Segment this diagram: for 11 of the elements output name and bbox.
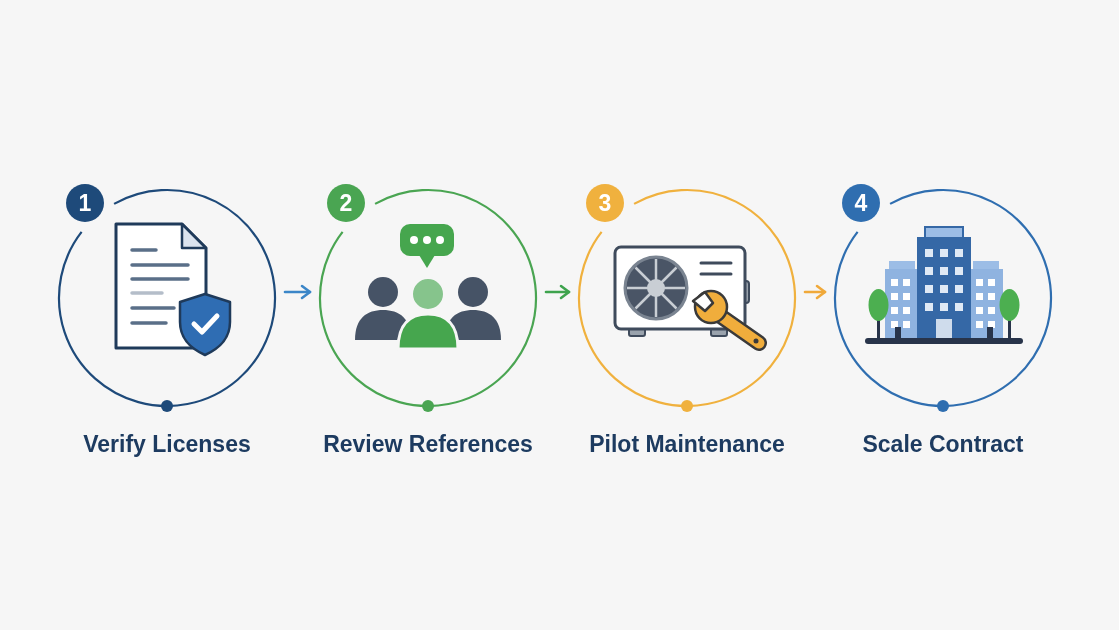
step-number: 4 bbox=[842, 184, 880, 222]
arrow bbox=[544, 284, 571, 300]
arrow bbox=[283, 284, 312, 300]
step-label: Verify Licenses bbox=[83, 430, 251, 458]
arrow bbox=[803, 284, 827, 300]
step-number: 1 bbox=[66, 184, 104, 222]
step-number: 3 bbox=[586, 184, 624, 222]
step-label: Scale Contract bbox=[862, 430, 1024, 458]
step-label: Pilot Maintenance bbox=[589, 430, 785, 458]
step-number: 2 bbox=[327, 184, 365, 222]
step-label: Review References bbox=[323, 430, 533, 458]
